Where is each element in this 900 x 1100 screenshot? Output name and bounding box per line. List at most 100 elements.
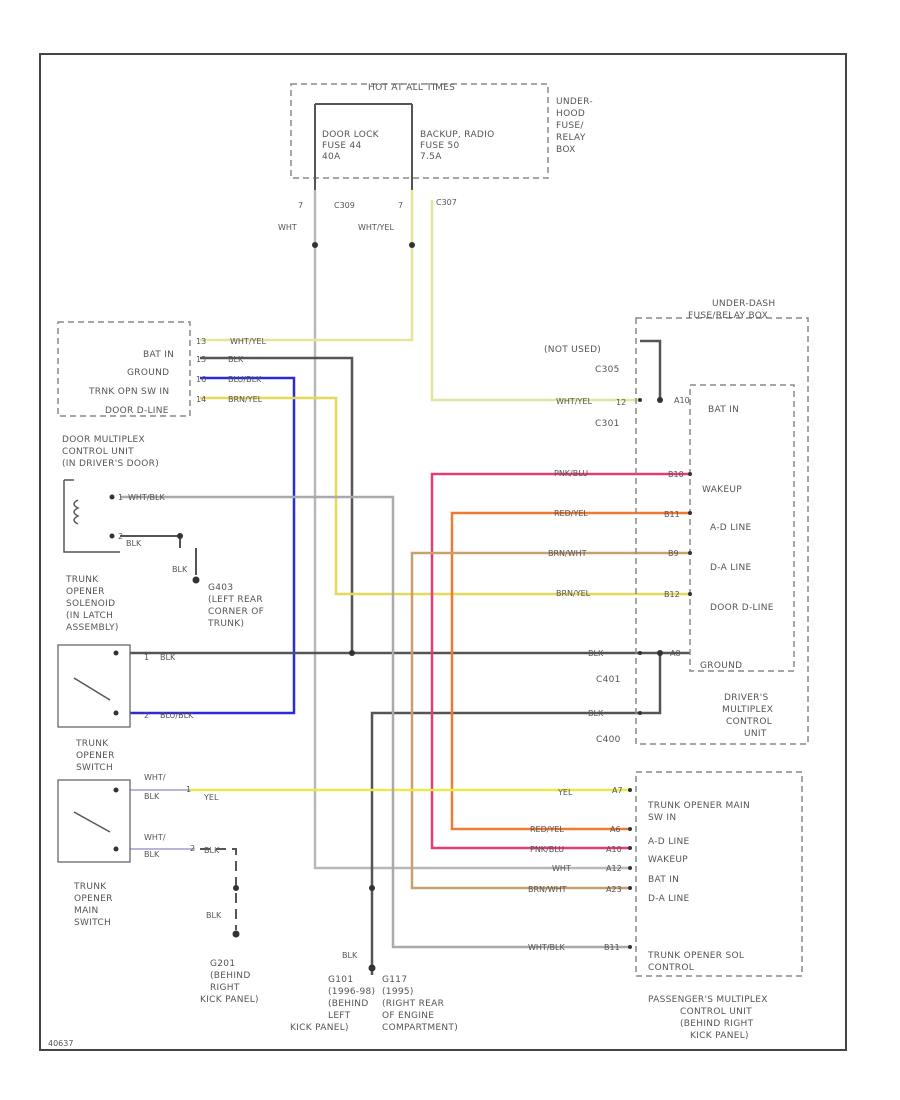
svg-text:C305: C305 xyxy=(595,365,620,375)
wire-pnkblu xyxy=(430,472,690,850)
svg-text:14: 14 xyxy=(196,395,206,404)
door-multiplex-unit: BAT IN GROUND TRNK OPN SW IN DOOR D-LINE… xyxy=(57,321,266,469)
svg-text:B11: B11 xyxy=(604,943,620,952)
wire-blk-c401 xyxy=(370,653,662,975)
svg-text:D-A LINE: D-A LINE xyxy=(648,894,690,904)
svg-text:BRN/YEL: BRN/YEL xyxy=(228,395,263,404)
svg-text:B10: B10 xyxy=(668,470,684,479)
svg-text:A8: A8 xyxy=(670,649,681,658)
svg-text:7: 7 xyxy=(298,201,303,210)
svg-text:2: 2 xyxy=(190,844,195,853)
svg-text:A10: A10 xyxy=(606,845,622,854)
svg-text:D-A LINE: D-A LINE xyxy=(710,563,752,573)
svg-text:16: 16 xyxy=(196,375,206,384)
svg-text:A-D LINE: A-D LINE xyxy=(648,837,690,847)
svg-text:RED/YEL: RED/YEL xyxy=(554,509,588,518)
svg-text:BLK: BLK xyxy=(588,709,604,718)
svg-text:BLK: BLK xyxy=(126,539,142,548)
svg-text:WHT: WHT xyxy=(278,223,297,232)
svg-text:C307: C307 xyxy=(436,198,457,207)
svg-text:BLK: BLK xyxy=(144,792,160,801)
svg-text:WHT/BLK: WHT/BLK xyxy=(128,493,165,502)
svg-text:WAKEUP: WAKEUP xyxy=(702,485,742,495)
wires xyxy=(120,190,690,975)
fuse-box-title: HOT AT ALL TIMES xyxy=(368,83,455,93)
svg-text:DOOR D-LINE: DOOR D-LINE xyxy=(105,406,169,416)
svg-text:WHT/BLK: WHT/BLK xyxy=(528,943,565,952)
svg-text:BLU/BLK: BLU/BLK xyxy=(160,711,194,720)
svg-text:BLK: BLK xyxy=(228,355,244,364)
svg-text:YEL: YEL xyxy=(203,793,219,802)
svg-text:(NOT USED): (NOT USED) xyxy=(544,345,601,355)
svg-text:BAT IN: BAT IN xyxy=(648,875,679,885)
wire-wht-fuse44 xyxy=(313,190,630,870)
svg-text:DOOR D-LINE: DOOR D-LINE xyxy=(710,603,774,613)
thin-wires xyxy=(130,789,195,850)
wire-blublk xyxy=(130,376,296,715)
svg-text:1: 1 xyxy=(144,653,149,662)
svg-text:A23: A23 xyxy=(606,885,622,894)
wire-blk-door-ground xyxy=(200,356,354,653)
svg-text:YEL: YEL xyxy=(557,788,573,797)
svg-text:PNK/BLU: PNK/BLU xyxy=(554,469,588,478)
svg-text:BRN/WHT: BRN/WHT xyxy=(528,885,567,894)
svg-text:BRN/WHT: BRN/WHT xyxy=(548,549,587,558)
svg-text:BAT IN: BAT IN xyxy=(143,350,174,360)
svg-text:A10: A10 xyxy=(674,396,690,405)
door-lock-relay: 1 2 WHT/BLK BLK xyxy=(63,479,183,553)
svg-text:A-D LINE: A-D LINE xyxy=(710,523,752,533)
wire-whtblk xyxy=(120,495,630,949)
svg-text:BRN/YEL: BRN/YEL xyxy=(556,589,591,598)
svg-text:7: 7 xyxy=(398,201,403,210)
svg-text:BLK: BLK xyxy=(160,653,176,662)
svg-text:WHT/YEL: WHT/YEL xyxy=(230,337,266,346)
svg-text:BLK: BLK xyxy=(204,846,220,855)
svg-text:BLU/BLK: BLU/BLK xyxy=(228,375,262,384)
svg-text:BLK: BLK xyxy=(206,911,222,920)
wire-switch-ground xyxy=(200,848,237,930)
svg-text:12: 12 xyxy=(616,398,626,407)
svg-text:B11: B11 xyxy=(664,510,680,519)
svg-text:TRNK OPN SW IN: TRNK OPN SW IN xyxy=(88,387,169,397)
svg-text:1: 1 xyxy=(118,493,123,502)
junction-dots xyxy=(349,397,663,656)
svg-text:C401: C401 xyxy=(596,675,621,685)
svg-text:A6: A6 xyxy=(610,825,621,834)
svg-text:WAKEUP: WAKEUP xyxy=(648,855,688,865)
svg-text:A12: A12 xyxy=(606,864,622,873)
svg-text:1: 1 xyxy=(186,785,191,794)
svg-text:B9: B9 xyxy=(668,549,679,558)
wire-whtyel-door xyxy=(200,190,414,342)
wire-brnwht xyxy=(410,551,690,890)
svg-text:PNK/BLU: PNK/BLU xyxy=(530,845,564,854)
svg-text:WHT: WHT xyxy=(552,864,571,873)
svg-text:C301: C301 xyxy=(595,419,620,429)
svg-text:WHT/: WHT/ xyxy=(144,833,166,842)
svg-text:BLK: BLK xyxy=(172,565,188,574)
svg-text:WHT/: WHT/ xyxy=(144,773,166,782)
svg-text:C400: C400 xyxy=(596,735,621,745)
svg-text:C309: C309 xyxy=(334,201,355,210)
svg-text:2: 2 xyxy=(118,532,123,541)
footer-code: 40637 xyxy=(48,1039,73,1048)
svg-text:RED/YEL: RED/YEL xyxy=(530,825,564,834)
svg-text:GROUND: GROUND xyxy=(700,661,742,671)
